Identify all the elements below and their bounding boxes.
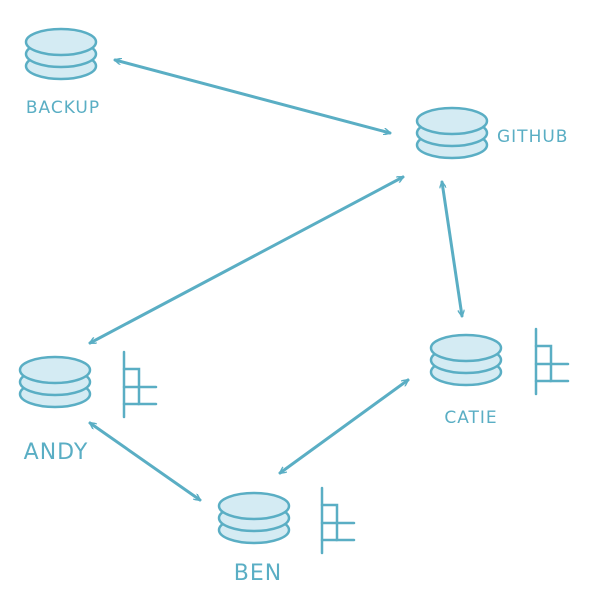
- github-database-icon: [415, 106, 489, 160]
- ben-database-icon: [217, 491, 291, 545]
- github-label: GITHUB: [497, 127, 568, 147]
- edge-github-catie: [442, 180, 462, 318]
- catie-label: CATIE: [444, 408, 497, 428]
- backup-database-icon: [24, 27, 98, 81]
- edge-github-andy: [88, 175, 405, 345]
- edge-backup-github: [113, 60, 392, 133]
- andy-database-icon: [18, 355, 92, 409]
- andy-label: ANDY: [24, 440, 89, 465]
- ben-branch-history-icon: [320, 486, 356, 555]
- edge-ben-catie: [278, 378, 410, 475]
- andy-branch-history-icon: [122, 350, 158, 419]
- connection-arrows: [88, 60, 462, 502]
- catie-branch-history-icon: [534, 327, 570, 396]
- ben-label: BEN: [234, 561, 282, 586]
- backup-label: BACKUP: [26, 98, 100, 118]
- catie-database-icon: [429, 333, 503, 387]
- edge-andy-ben: [88, 421, 202, 502]
